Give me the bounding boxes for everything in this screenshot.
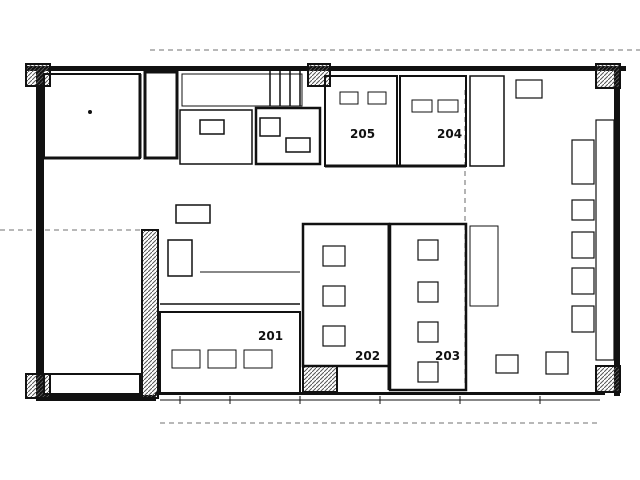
room-label-205: 205 [350,127,375,141]
dimension-ticks [160,396,600,404]
left-wing [43,70,179,395]
structural-columns [25,63,621,399]
north-offices [324,75,505,168]
room-label-203: 203 [435,349,460,363]
room-label-204: 204 [437,127,462,141]
east-area-furniture [495,79,615,375]
room-labels: 201 202 203 204 205 [258,127,462,363]
south-offices [301,222,499,392]
room-label-201: 201 [258,329,283,343]
room-201-area [159,204,301,395]
room-label-202: 202 [355,349,380,363]
service-rooms [179,70,322,166]
